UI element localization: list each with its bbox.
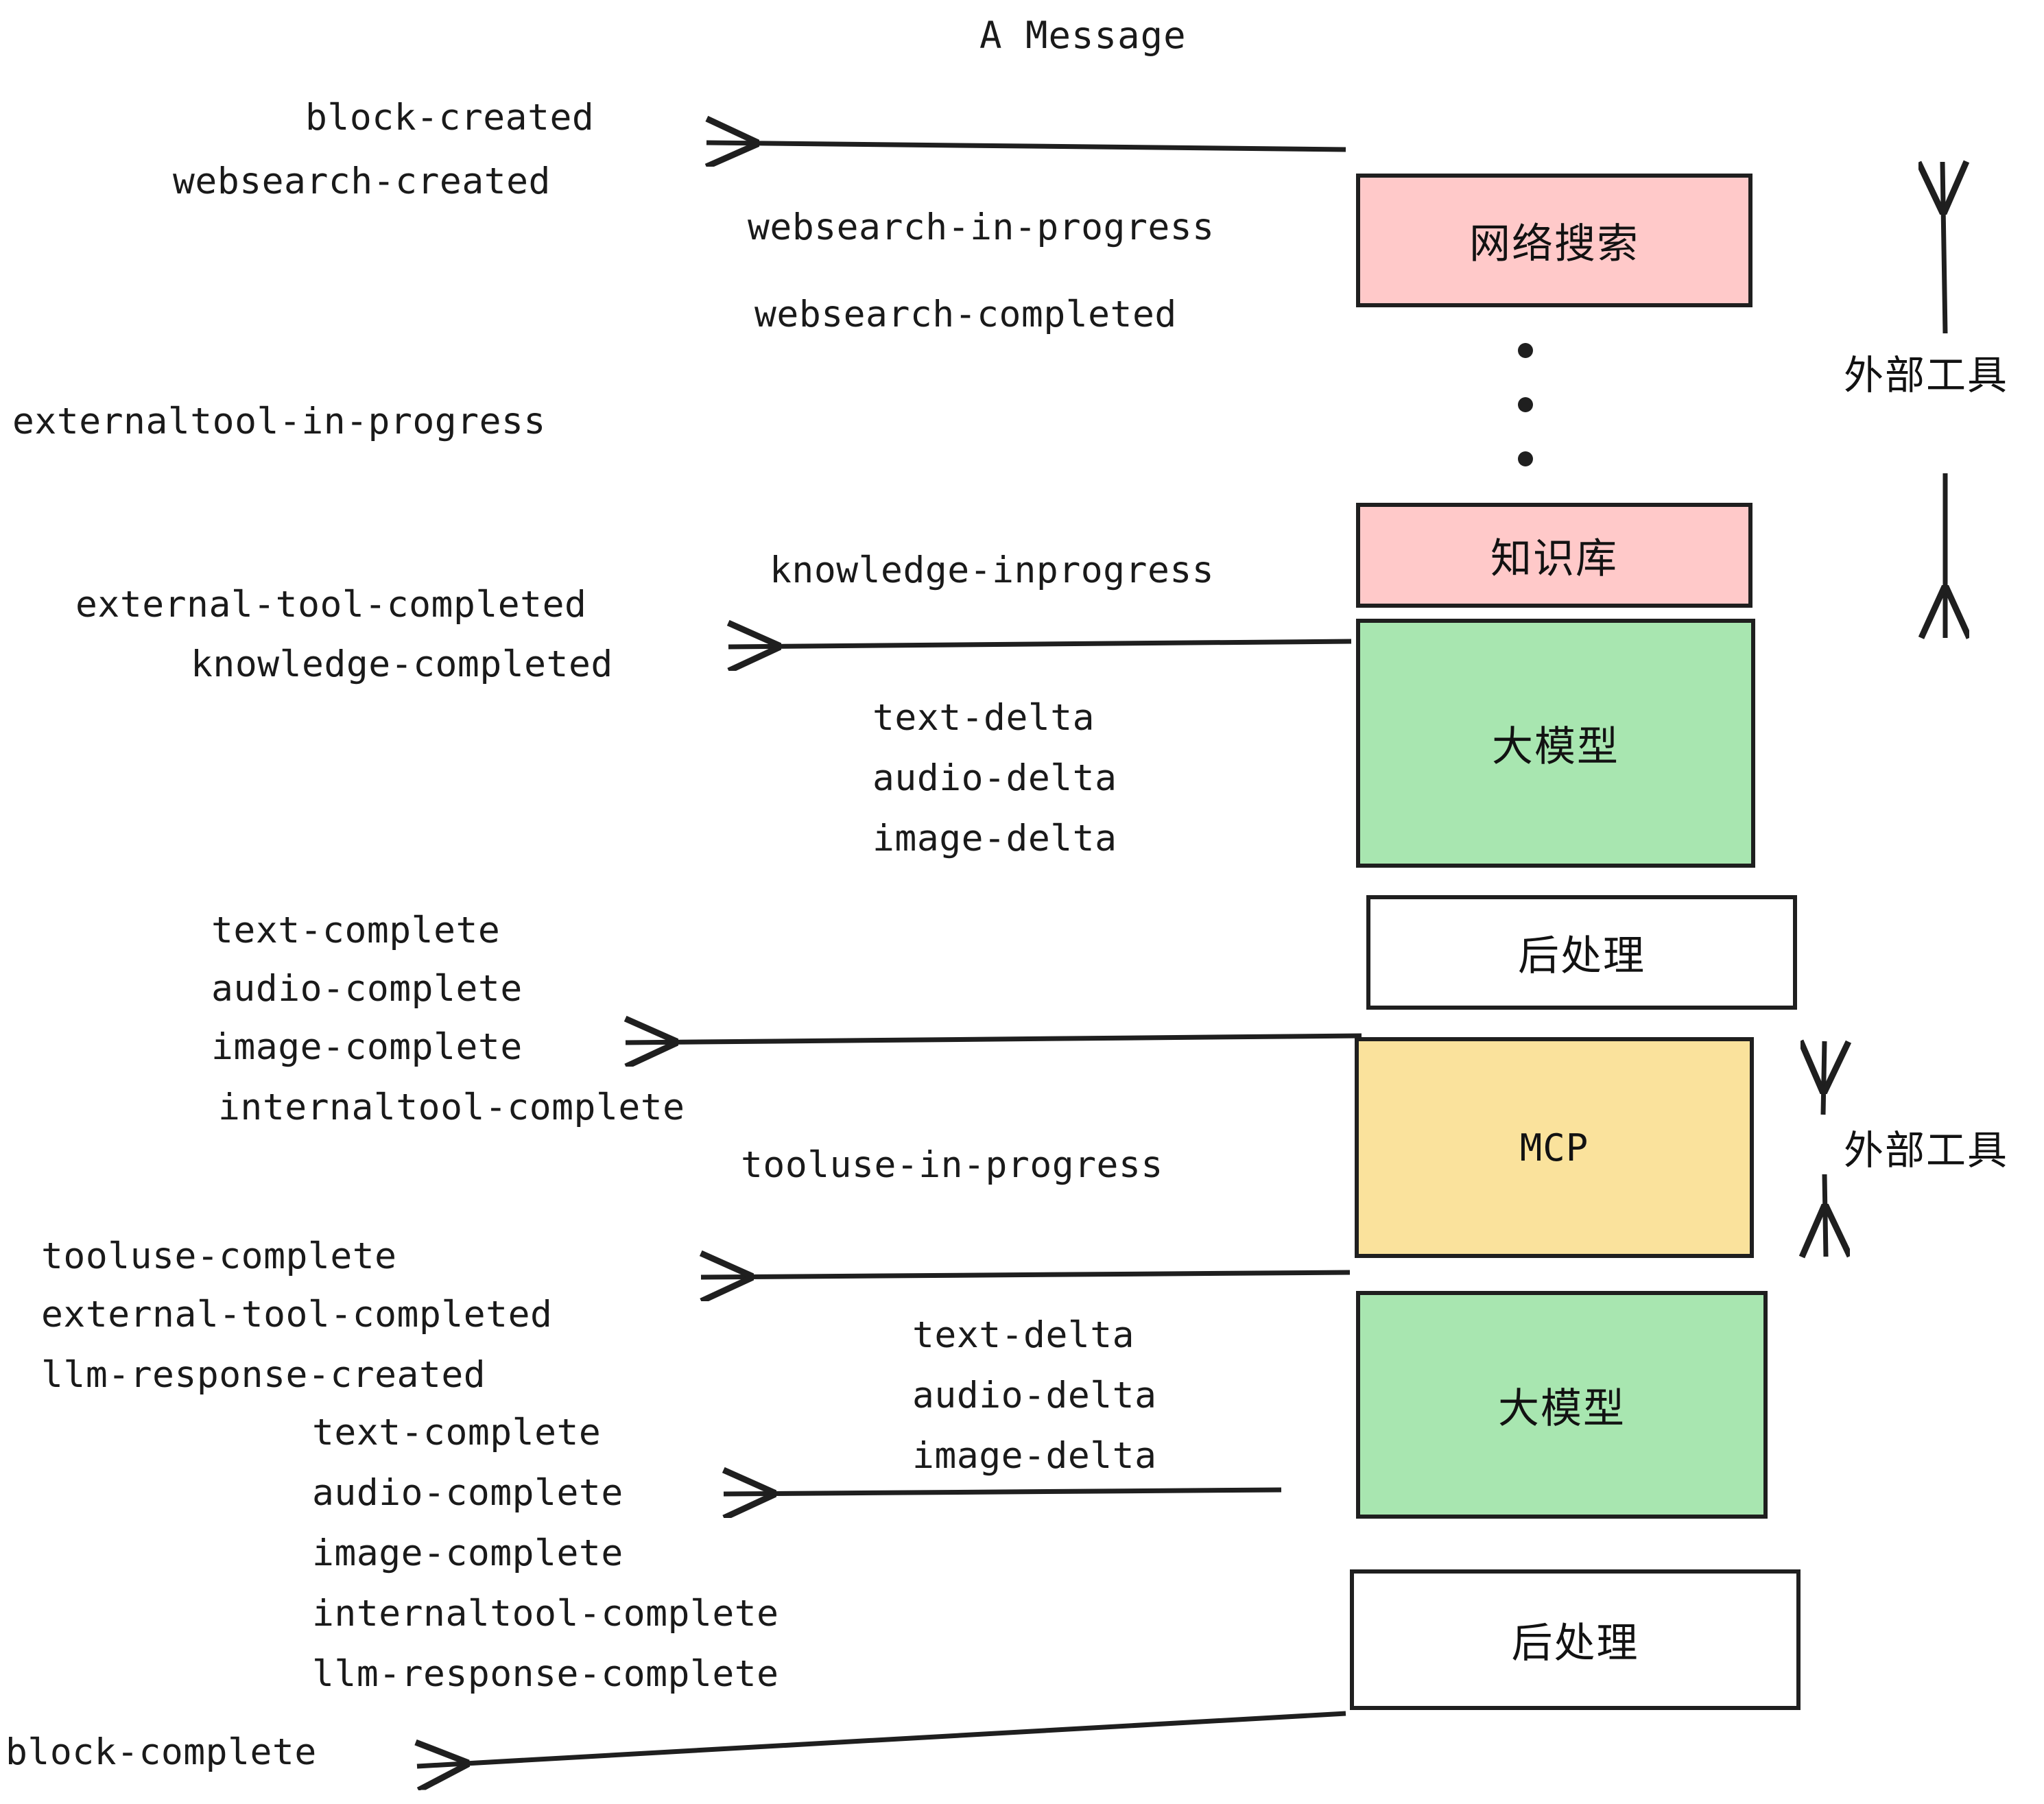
page-title: A Message bbox=[979, 14, 1187, 57]
arrow-postprocess-to-block-complete bbox=[417, 1711, 1346, 1766]
event-image-complete-2: image-complete bbox=[312, 1532, 623, 1574]
box-llm-top[interactable]: 大模型 bbox=[1356, 619, 1755, 868]
box-postprocess-bottom[interactable]: 后处理 bbox=[1350, 1569, 1801, 1710]
event-llm-response-created: llm-response-created bbox=[41, 1354, 486, 1396]
arrow-knowledge-to-completed bbox=[728, 641, 1352, 647]
box-postprocess-top[interactable]: 后处理 bbox=[1366, 895, 1797, 1010]
event-externaltool-in-progress: externaltool-in-progress bbox=[12, 401, 546, 442]
event-tooluse-in-progress: tooluse-in-progress bbox=[741, 1144, 1163, 1186]
side-label-external-tool-bottom: 外部工具 bbox=[1844, 1127, 2009, 1174]
event-text-delta-1: text-delta bbox=[872, 697, 1095, 739]
event-tooluse-complete: tooluse-complete bbox=[41, 1235, 397, 1277]
event-block-complete: block-complete bbox=[5, 1731, 317, 1773]
event-audio-complete-1: audio-complete bbox=[211, 968, 523, 1010]
event-websearch-completed: websearch-completed bbox=[754, 294, 1177, 335]
event-websearch-in-progress: websearch-in-progress bbox=[748, 206, 1215, 248]
box-websearch-label: 网络搜索 bbox=[1469, 220, 1639, 268]
event-text-complete-1: text-complete bbox=[211, 910, 501, 951]
arrow-external-tool-bottom-down bbox=[1825, 1174, 1826, 1257]
event-audio-complete-2: audio-complete bbox=[312, 1472, 623, 1514]
box-postprocess-top-label: 后处理 bbox=[1518, 932, 1645, 980]
event-llm-response-complete: llm-response-complete bbox=[312, 1653, 779, 1695]
box-knowledge-label: 知识库 bbox=[1490, 535, 1618, 583]
box-websearch[interactable]: 网络搜索 bbox=[1356, 174, 1752, 307]
box-postprocess-bottom-label: 后处理 bbox=[1511, 1619, 1639, 1667]
arrow-external-tool-bottom-up bbox=[1823, 1041, 1825, 1115]
ellipsis-dots bbox=[1517, 343, 1534, 466]
box-mcp[interactable]: MCP bbox=[1355, 1037, 1754, 1258]
event-image-delta-2: image-delta bbox=[912, 1435, 1157, 1477]
arrow-external-tool-top-up bbox=[1942, 162, 1945, 334]
event-knowledge-completed: knowledge-completed bbox=[191, 643, 613, 685]
dot-1 bbox=[1518, 343, 1533, 358]
dot-3 bbox=[1518, 451, 1533, 466]
arrow-postprocess-to-image-complete bbox=[626, 1036, 1362, 1043]
event-block-created: block-created bbox=[305, 97, 595, 139]
event-audio-delta-1: audio-delta bbox=[872, 757, 1117, 799]
event-text-delta-2: text-delta bbox=[912, 1314, 1135, 1356]
box-llm-bottom[interactable]: 大模型 bbox=[1356, 1291, 1768, 1519]
event-external-tool-completed-1: external-tool-completed bbox=[75, 584, 587, 626]
box-mcp-label: MCP bbox=[1519, 1126, 1589, 1170]
arrow-llm-to-audio-complete bbox=[724, 1490, 1282, 1494]
event-image-complete-1: image-complete bbox=[211, 1026, 523, 1068]
arrow-websearch-to-created bbox=[706, 143, 1346, 150]
side-label-external-tool-top: 外部工具 bbox=[1844, 352, 2009, 399]
event-internaltool-complete-1: internaltool-complete bbox=[218, 1087, 685, 1128]
event-audio-delta-2: audio-delta bbox=[912, 1375, 1157, 1416]
event-websearch-created: websearch-created bbox=[173, 161, 551, 202]
event-internaltool-complete-2: internaltool-complete bbox=[312, 1593, 779, 1635]
event-external-tool-completed-2: external-tool-completed bbox=[41, 1294, 553, 1336]
event-knowledge-inprogress: knowledge-inprogress bbox=[770, 549, 1215, 591]
box-llm-top-label: 大模型 bbox=[1492, 723, 1619, 771]
box-llm-bottom-label: 大模型 bbox=[1498, 1384, 1626, 1433]
dot-2 bbox=[1518, 397, 1533, 412]
arrow-mcp-to-tooluse-complete bbox=[701, 1272, 1351, 1277]
event-image-delta-1: image-delta bbox=[872, 818, 1117, 859]
event-text-complete-2: text-complete bbox=[312, 1412, 602, 1453]
box-knowledge[interactable]: 知识库 bbox=[1356, 503, 1752, 608]
